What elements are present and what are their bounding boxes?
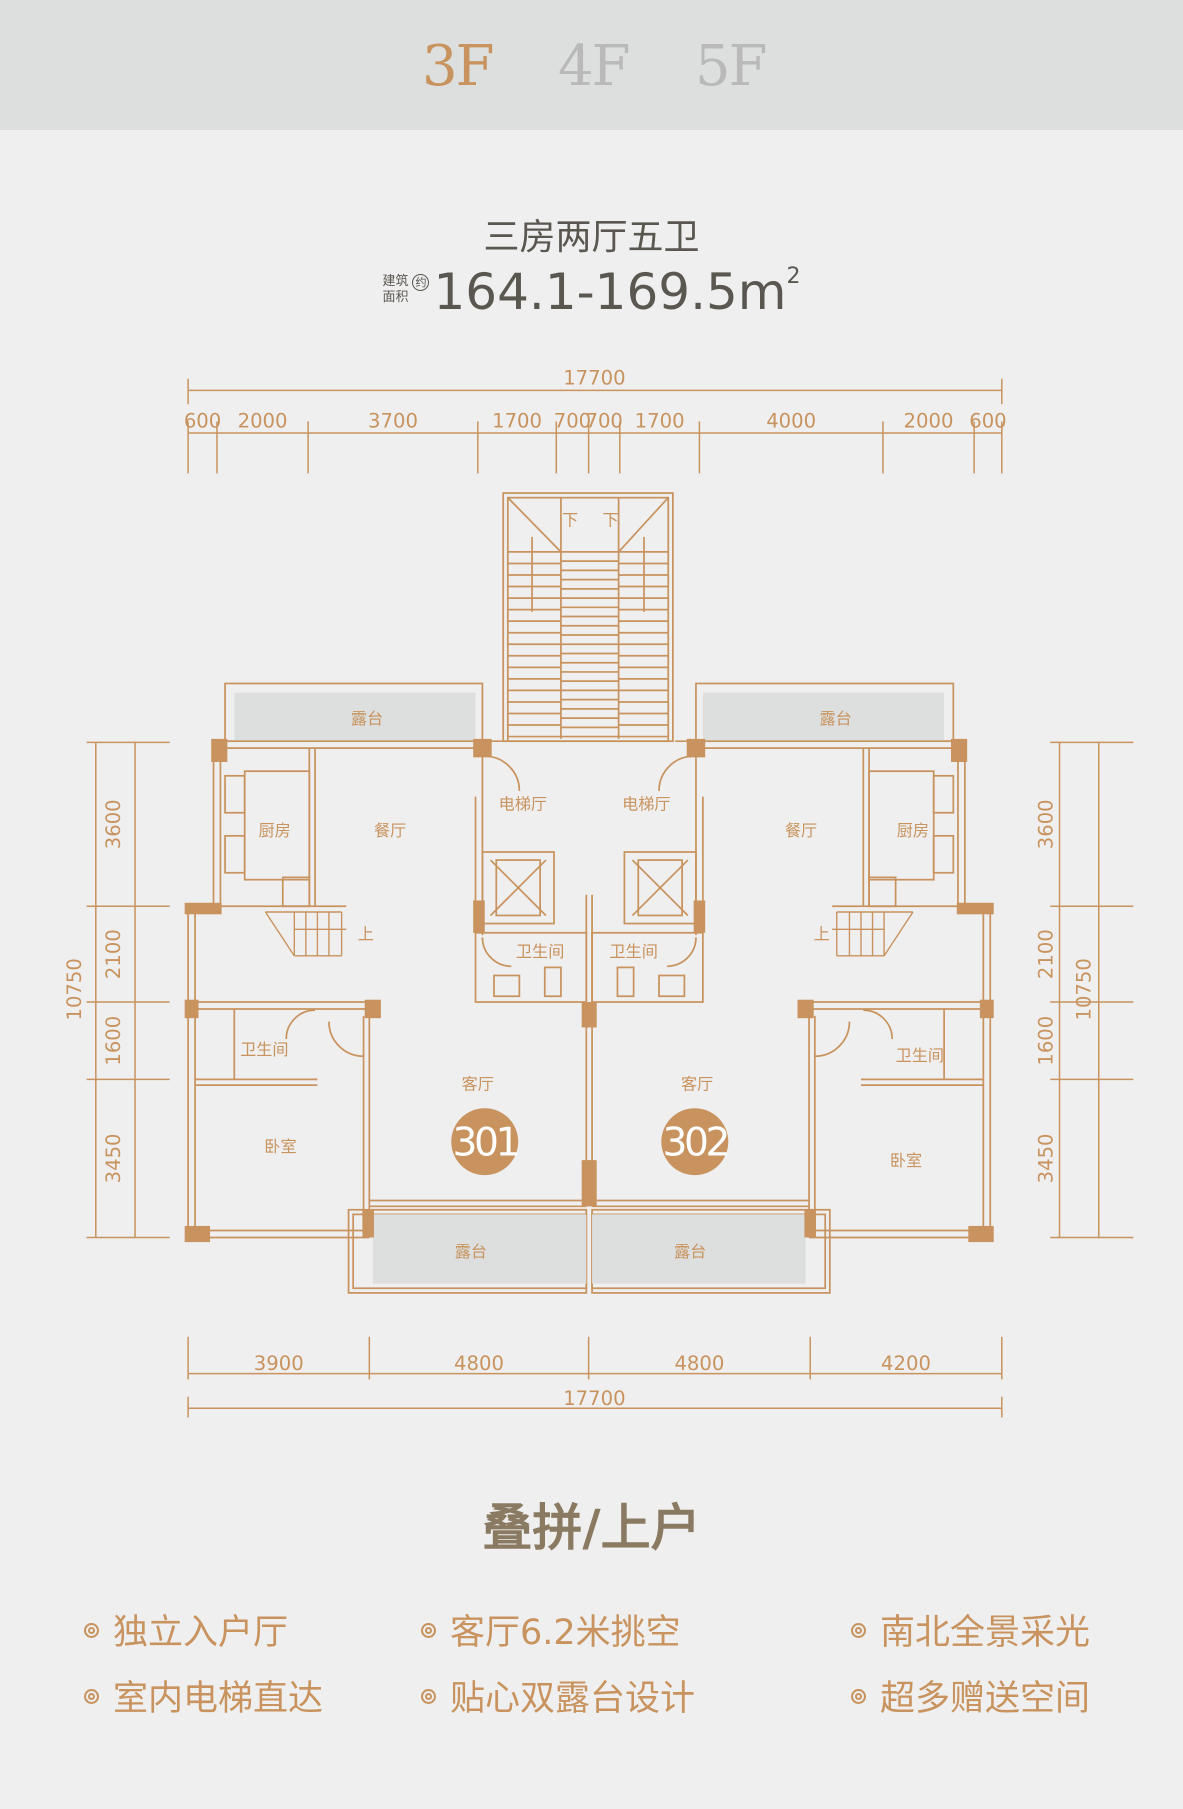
feature-item: 超多赠送空间 [851, 1670, 1090, 1721]
product-type-title: 叠拼/上户 [482, 1498, 701, 1557]
tab-5f[interactable]: 5F [695, 34, 767, 99]
feature-item: 室内电梯直达 [84, 1670, 323, 1721]
feature-item: 独立入户厅 [84, 1604, 288, 1655]
bullet-icon [421, 1622, 436, 1638]
feature-text: 室内电梯直达 [113, 1679, 324, 1719]
dimension-label: 1700 [635, 409, 685, 432]
room-bedroom: 卧室 [264, 1137, 296, 1156]
dimension-label: 1600 [102, 1016, 125, 1066]
dimension-label: 1700 [492, 409, 542, 432]
dimension-label: 600 [184, 409, 221, 432]
stair-down-label: 下 [562, 510, 578, 529]
dimension-label: 4000 [766, 409, 816, 432]
dimension-label: 2000 [904, 409, 954, 432]
room-elevator-hall: 电梯厅 [622, 794, 670, 813]
stair-up-label: 上 [358, 925, 374, 944]
unit-302-badge: 302 [661, 1108, 731, 1176]
area-label-line1: 建筑 [382, 274, 409, 289]
feature-item: 贴心双露台设计 [421, 1670, 695, 1721]
room-living: 客厅 [681, 1075, 713, 1094]
floor-tab-bar: 3F 4F 5F [0, 0, 1183, 130]
dimension-label: 3900 [254, 1352, 304, 1375]
room-terrace: 露台 [819, 709, 851, 728]
dimension-label: 3600 [1035, 799, 1058, 849]
dimension-label: 600 [969, 409, 1006, 432]
dimension-label: 3450 [102, 1133, 125, 1183]
room-bathroom: 卫生间 [240, 1040, 288, 1059]
unit-number: 302 [663, 1121, 728, 1166]
feature-item: 客厅6.2米挑空 [421, 1604, 681, 1655]
room-terrace: 露台 [351, 709, 383, 728]
area-value: 164.1-169.5m [433, 263, 787, 321]
unit-301-walls [184, 682, 594, 1294]
dimension-label: 10750 [63, 958, 86, 1020]
room-bathroom: 卫生间 [609, 942, 657, 961]
layout-title: 三房两厅五卫 [483, 217, 700, 258]
unit-302-walls [584, 682, 995, 1294]
dimension-label: 3600 [102, 799, 125, 849]
feature-text: 超多赠送空间 [880, 1679, 1091, 1719]
bullet-icon [421, 1688, 436, 1704]
feature-item: 南北全景采光 [851, 1604, 1090, 1655]
dimension-label: 4800 [674, 1352, 724, 1375]
unit-number: 301 [452, 1121, 517, 1166]
bullet-icon [851, 1688, 866, 1704]
room-bathroom: 卫生间 [896, 1046, 944, 1065]
dimension-lines [86, 378, 1134, 1418]
dimension-label: 3700 [368, 409, 418, 432]
dimension-label: 700 [554, 409, 591, 432]
approx-badge: 约 [412, 274, 430, 291]
dimension-label: 10750 [1073, 958, 1096, 1020]
tab-3f[interactable]: 3F [422, 34, 494, 99]
feature-text: 独立入户厅 [113, 1613, 289, 1653]
dimension-label: 2000 [238, 409, 288, 432]
dimension-label: 3450 [1035, 1133, 1058, 1183]
room-labels: 露台 露台 厨房 厨房 餐厅 餐厅 电梯厅 电梯厅 卫生间 卫生间 卫生间 卫生… [240, 709, 944, 1261]
room-terrace: 露台 [674, 1242, 706, 1261]
dimension-label: 1600 [1035, 1016, 1058, 1066]
dimension-label: 2100 [1035, 929, 1058, 979]
room-elevator-hall: 电梯厅 [499, 794, 547, 813]
bullet-icon [84, 1622, 99, 1638]
room-kitchen: 厨房 [259, 821, 291, 840]
stair-core [502, 492, 674, 743]
dimension-label: 2100 [102, 929, 125, 979]
dimension-label: 4800 [454, 1352, 504, 1375]
room-dining: 餐厅 [374, 821, 406, 840]
room-bathroom: 卫生间 [516, 942, 564, 961]
tab-4f[interactable]: 4F [558, 34, 630, 99]
room-kitchen: 厨房 [897, 821, 929, 840]
room-terrace: 露台 [455, 1242, 487, 1261]
dimension-label: 17700 [563, 367, 625, 390]
stair-up-label: 上 [814, 925, 830, 944]
bullet-icon [851, 1622, 866, 1638]
room-bedroom: 卧室 [890, 1151, 922, 1170]
room-dining: 餐厅 [785, 821, 817, 840]
dimension-label: 4200 [881, 1352, 931, 1375]
area-label: 建筑面积 [382, 274, 408, 306]
feature-text: 客厅6.2米挑空 [450, 1613, 681, 1653]
stair-down-label: 下 [602, 510, 618, 529]
dimension-label: 17700 [563, 1387, 625, 1410]
dimension-label: 700 [585, 409, 622, 432]
area-unit-sup: 2 [786, 264, 801, 289]
unit-301-badge: 301 [451, 1108, 521, 1176]
room-living: 客厅 [462, 1075, 494, 1094]
bullet-icon [84, 1688, 99, 1704]
feature-text: 贴心双露台设计 [450, 1679, 696, 1719]
area-label-line2: 面积 [382, 290, 409, 305]
feature-text: 南北全景采光 [880, 1613, 1091, 1653]
